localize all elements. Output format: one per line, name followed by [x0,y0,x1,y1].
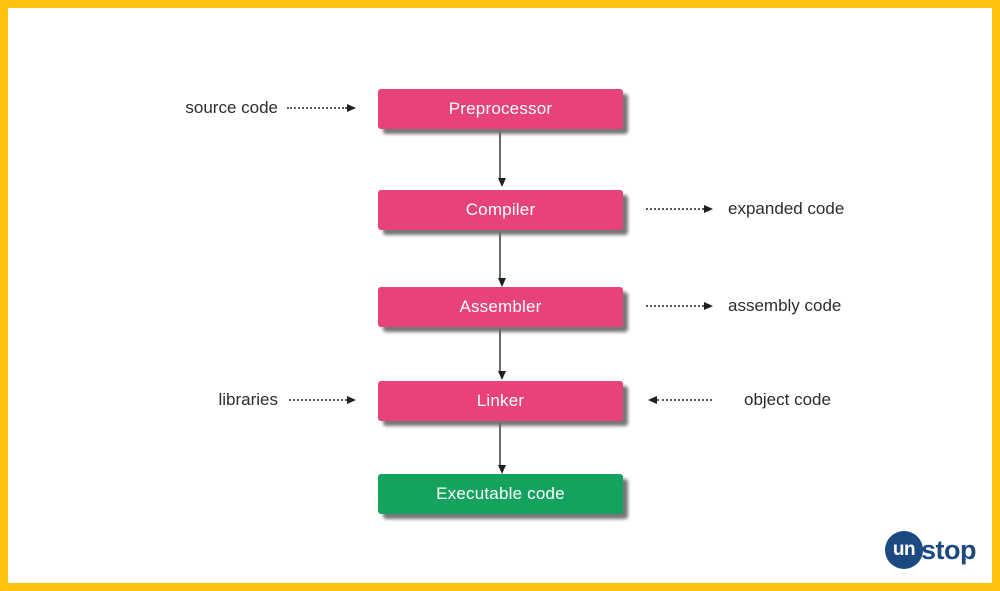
dotted-arrow-compiler-to-expanded [646,205,713,213]
label-source-code: source code [185,98,278,117]
unstop-logo-text: stop [921,534,977,565]
dotted-arrow-object-to-linker [648,396,712,404]
dotted-arrow-libraries-to-linker [289,396,356,404]
unstop-logo-circle: un [885,531,923,569]
down-arrow-linker-to-executable [498,423,506,474]
down-arrow-preprocessor-to-compiler [498,132,506,187]
label-expanded-code: expanded code [728,199,845,218]
down-arrow-assembler-to-linker [498,329,506,380]
box-executable-code: Executable code [378,474,623,514]
label-assembly-code: assembly code [728,296,842,315]
unstop-logo: un stop [885,531,977,569]
down-arrow-compiler-to-assembler [498,232,506,287]
label-libraries: libraries [218,390,278,409]
box-assembler: Assembler [378,287,623,327]
dotted-arrow-source-to-preprocessor [287,104,356,112]
dotted-arrow-assembler-to-assembly [646,302,713,310]
label-object-code: object code [744,390,831,409]
box-compiler: Compiler [378,190,623,230]
box-linker: Linker [378,381,623,421]
box-preprocessor: Preprocessor [378,89,623,129]
